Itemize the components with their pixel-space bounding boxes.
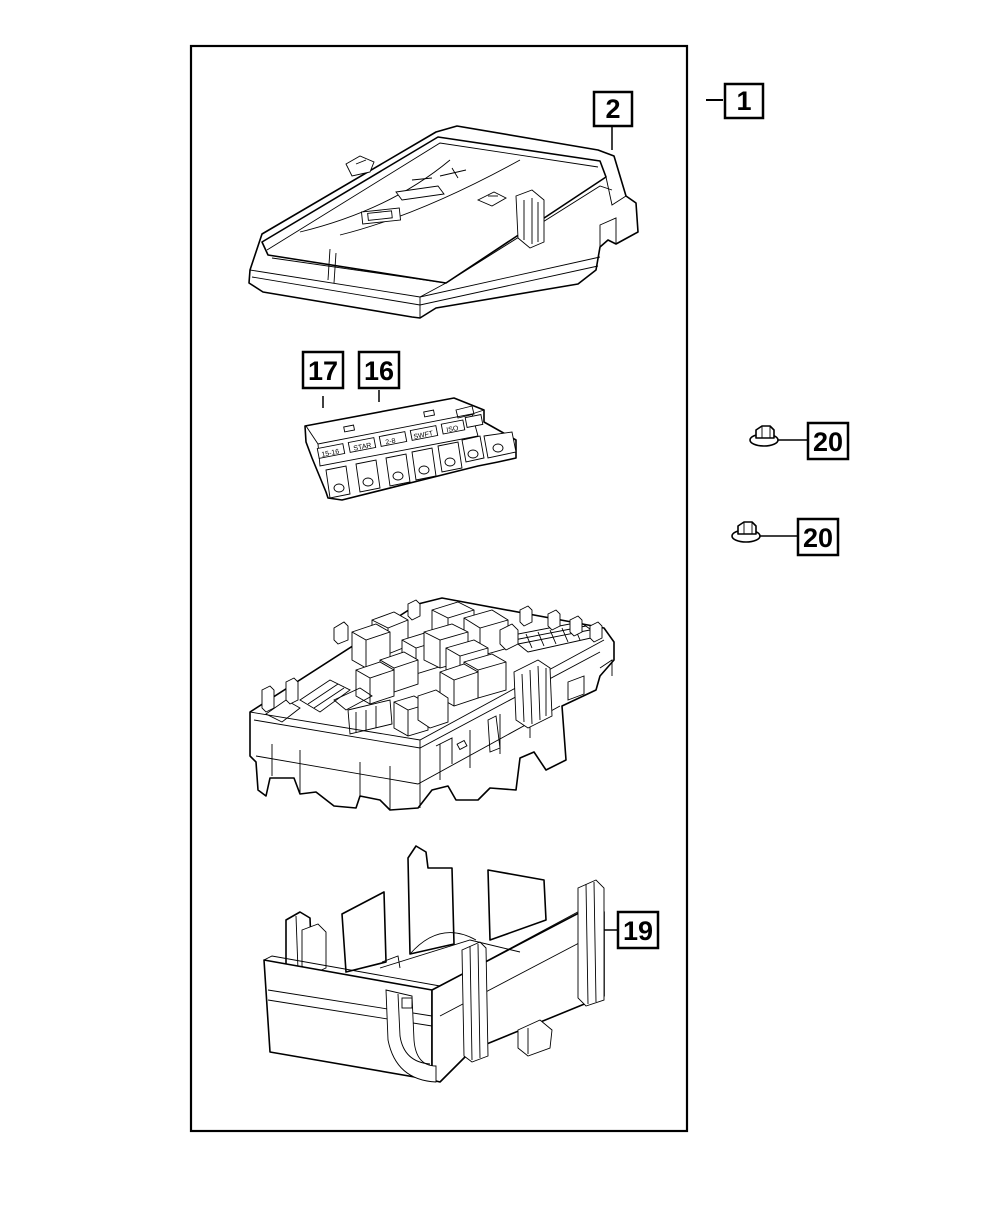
callout-1[interactable]: 1 <box>706 82 765 120</box>
callout-20-upper-label: 20 <box>813 427 843 457</box>
callout-20-lower-label: 20 <box>803 523 833 553</box>
callout-20-lower[interactable]: 20 <box>796 517 840 557</box>
fuse-label-2: STAR <box>353 442 372 452</box>
fuse-strip: 15-16 STAR 2-8 SWFT ISO <box>304 397 517 501</box>
fuse-label-5: ISO <box>446 425 460 434</box>
callout-16-label: 16 <box>364 356 394 386</box>
fuse-label-pads: 15-16 STAR 2-8 SWFT ISO <box>316 414 484 459</box>
callout-20-upper[interactable]: 20 <box>806 421 850 461</box>
callout-17[interactable]: 17 <box>301 350 345 408</box>
fuse-box-cover <box>248 125 639 319</box>
callout-19[interactable]: 19 <box>600 910 660 950</box>
callout-17-label: 17 <box>308 356 338 386</box>
callout-1-label: 1 <box>736 86 751 116</box>
fuse-label-3: 2-8 <box>385 438 396 447</box>
callout-16[interactable]: 16 <box>357 350 401 402</box>
callout-2-label: 2 <box>605 94 620 124</box>
fuse-label-4: SWFT <box>413 430 435 441</box>
fuse-box-body <box>249 597 615 811</box>
lower-tray <box>263 845 605 1083</box>
fuse-terminal-tabs <box>325 431 517 499</box>
assembly-frame <box>189 44 689 1133</box>
callout-19-label: 19 <box>623 916 653 946</box>
relay-blocks <box>351 601 509 737</box>
fuse-rows <box>265 621 602 735</box>
nut-upper <box>749 425 808 447</box>
fuse-label-1: 15-16 <box>321 448 340 458</box>
nut-lower <box>731 521 798 543</box>
terminal-posts <box>261 599 603 713</box>
callout-2[interactable]: 2 <box>592 90 634 150</box>
